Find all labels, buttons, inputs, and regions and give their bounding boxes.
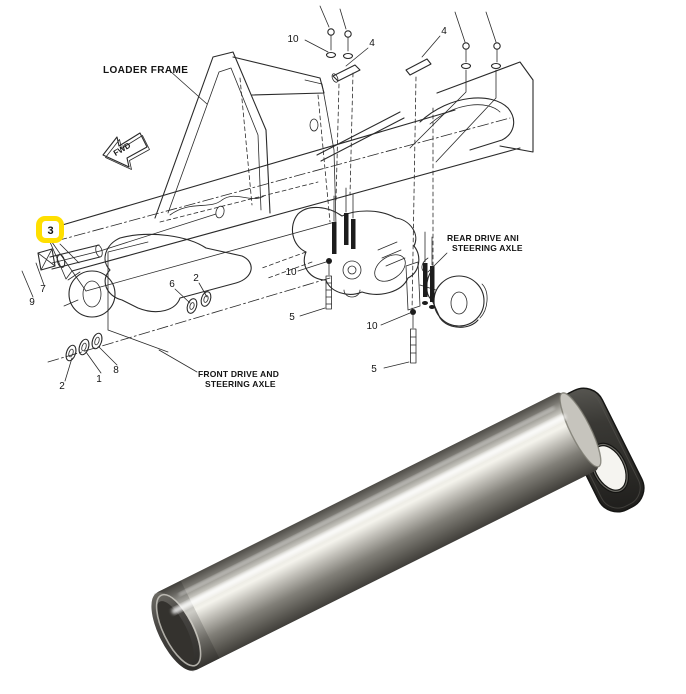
label-loader-frame: LOADER FRAME bbox=[103, 65, 188, 76]
leader-lines bbox=[21, 35, 448, 382]
callout-10-top: 10 bbox=[287, 34, 299, 45]
callout-4-left: 4 bbox=[369, 38, 375, 49]
callout-8: 8 bbox=[113, 365, 119, 376]
exploded-diagram: FWD bbox=[21, 5, 534, 392]
rear-axle-drawing bbox=[405, 257, 488, 328]
callout-2-lower: 2 bbox=[59, 381, 65, 392]
front-axle-drawing bbox=[47, 233, 331, 363]
label-rear-axle-1: REAR DRIVE ANI bbox=[447, 233, 519, 243]
label-rear-axle-2: STEERING AXLE bbox=[452, 243, 523, 253]
washer-stack-lower bbox=[65, 332, 103, 362]
washer-pair-upper bbox=[186, 291, 212, 314]
hardware-bolts bbox=[319, 5, 502, 364]
pin-shaft-end-face bbox=[560, 392, 601, 467]
pivot-pin-drawing bbox=[37, 213, 217, 271]
loader-frame-drawing bbox=[46, 51, 534, 292]
callout-5-left: 5 bbox=[289, 312, 295, 323]
callout-9: 9 bbox=[29, 297, 35, 308]
callout-1: 1 bbox=[96, 374, 102, 385]
pin-shaft bbox=[151, 392, 602, 672]
callout-2-upper: 2 bbox=[193, 273, 199, 284]
callout-5-right: 5 bbox=[371, 364, 377, 375]
label-front-axle-2: STEERING AXLE bbox=[205, 379, 276, 389]
callout-10-right: 10 bbox=[366, 321, 378, 332]
part-photo bbox=[151, 387, 645, 672]
fwd-arrow: FWD bbox=[102, 132, 150, 170]
callout-7: 7 bbox=[40, 284, 46, 295]
callout-6: 6 bbox=[169, 279, 175, 290]
callout-4-right: 4 bbox=[441, 26, 447, 37]
label-front-axle-1: FRONT DRIVE AND bbox=[198, 369, 279, 379]
pin-chamfer-end bbox=[151, 580, 220, 672]
callout-3-number: 3 bbox=[47, 225, 53, 237]
callout-3-highlight[interactable]: 3 bbox=[36, 216, 64, 243]
callout-10-left: 10 bbox=[285, 267, 297, 278]
transmission-drawing bbox=[261, 206, 420, 298]
